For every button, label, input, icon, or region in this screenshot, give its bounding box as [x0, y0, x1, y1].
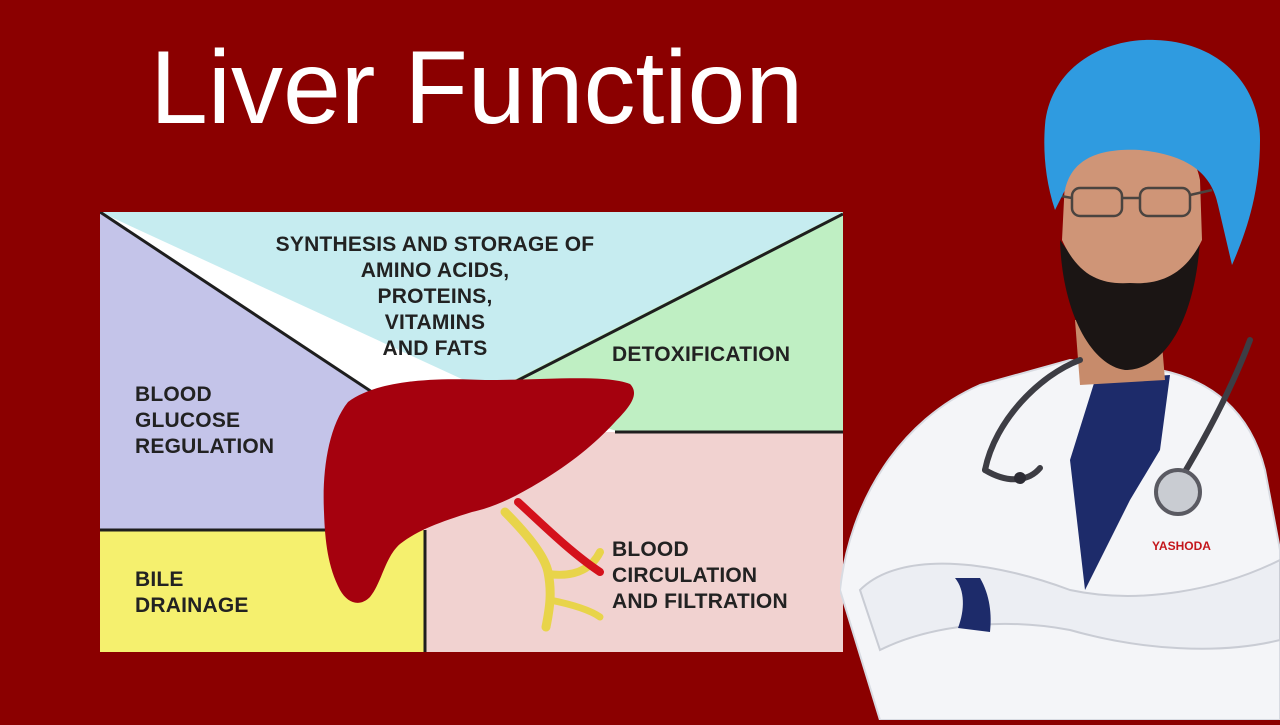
label-glucose: BLOOD GLUCOSE REGULATION	[135, 382, 274, 460]
bile-duct-branch	[544, 548, 604, 579]
turban-shape	[1044, 39, 1260, 265]
region-glucose	[100, 212, 370, 530]
glucose-line-1: BLOOD	[135, 383, 212, 406]
shirt-shape	[1070, 375, 1170, 590]
label-circulation: BLOOD CIRCULATION AND FILTRATION	[612, 537, 788, 615]
region-detox	[490, 212, 843, 432]
stethoscope-chestpiece	[1154, 468, 1202, 516]
detox-line-1: DETOXIFICATION	[612, 343, 791, 366]
synthesis-line-2: AMINO ACIDS,	[360, 259, 510, 282]
label-bile: BILE DRAINAGE	[135, 567, 249, 619]
glucose-line-3: REGULATION	[135, 435, 275, 458]
diagram-graphic	[100, 212, 843, 652]
glucose-line-2: GLUCOSE	[135, 409, 241, 432]
bile-duct-branch-lower	[546, 596, 604, 621]
synthesis-line-5: AND FATS	[382, 337, 488, 360]
bile-line-1: BILE	[135, 568, 184, 591]
synthesis-line-4: VITAMINS	[384, 311, 486, 334]
region-dividers	[100, 212, 843, 652]
synthesis-line-1: SYNTHESIS AND STORAGE OF	[275, 233, 595, 256]
presenter-photo: YASHODA	[838, 30, 1280, 721]
circulation-line-3: AND FILTRATION	[612, 590, 788, 613]
face-shape	[1062, 135, 1202, 284]
label-synthesis: SYNTHESIS AND STORAGE OF AMINO ACIDS, PR…	[240, 232, 630, 362]
bile-line-2: DRAINAGE	[135, 594, 249, 617]
label-detox: DETOXIFICATION	[612, 342, 790, 368]
page-title: Liver Function	[150, 30, 804, 146]
beard-shape	[1060, 240, 1200, 370]
presenter-illustration: YASHODA	[838, 39, 1280, 721]
circulation-line-2: CIRCULATION	[612, 564, 758, 587]
hospital-badge: YASHODA	[1152, 539, 1211, 553]
vessels	[500, 498, 604, 632]
artery-shape	[514, 498, 604, 576]
liver-shape	[323, 378, 635, 603]
circulation-line-1: BLOOD	[612, 538, 689, 561]
sleeve-cuff-shape	[955, 578, 991, 632]
glasses-shape	[1054, 186, 1213, 218]
region-synthesis	[100, 212, 843, 392]
stethoscope-earpiece	[1014, 472, 1026, 484]
liver-function-diagram: SYNTHESIS AND STORAGE OF AMINO ACIDS, PR…	[100, 212, 843, 652]
synthesis-line-3: PROTEINS,	[377, 285, 493, 308]
